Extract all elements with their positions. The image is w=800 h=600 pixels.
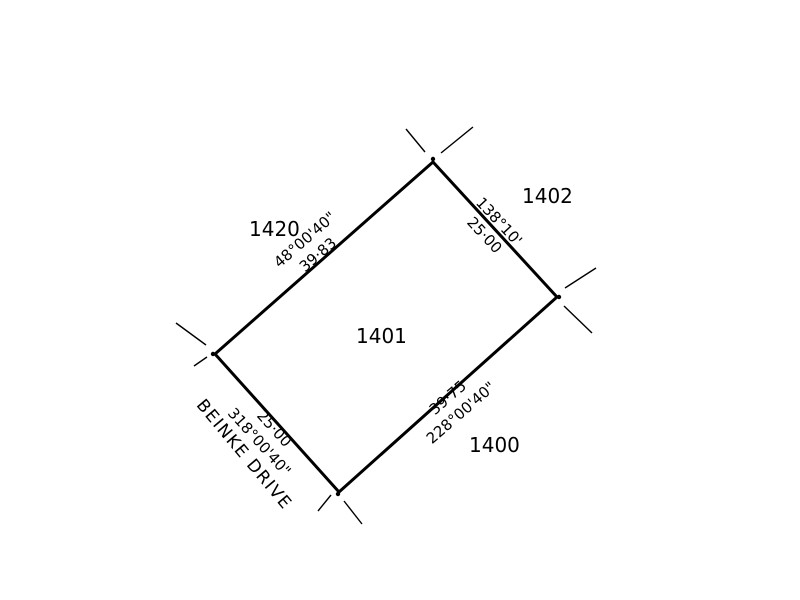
corner-mark-left — [175, 322, 216, 367]
corner-mark-right — [556, 267, 597, 334]
boundary-south-west — [213, 352, 341, 494]
boundary-north-east — [431, 160, 559, 299]
lot-label-north-east: 1402 — [522, 184, 573, 208]
corner-mark-top — [405, 126, 474, 162]
lot-label-north-west: 1420 — [249, 217, 300, 241]
corner-marks — [175, 126, 597, 525]
boundary-south-east — [337, 295, 559, 494]
lot-label-subject: 1401 — [356, 324, 407, 348]
boundary-north-west — [213, 160, 435, 356]
lot-label-south-east: 1400 — [469, 433, 520, 457]
lot-boundary — [213, 160, 559, 494]
corner-mark-bottom — [317, 491, 363, 525]
